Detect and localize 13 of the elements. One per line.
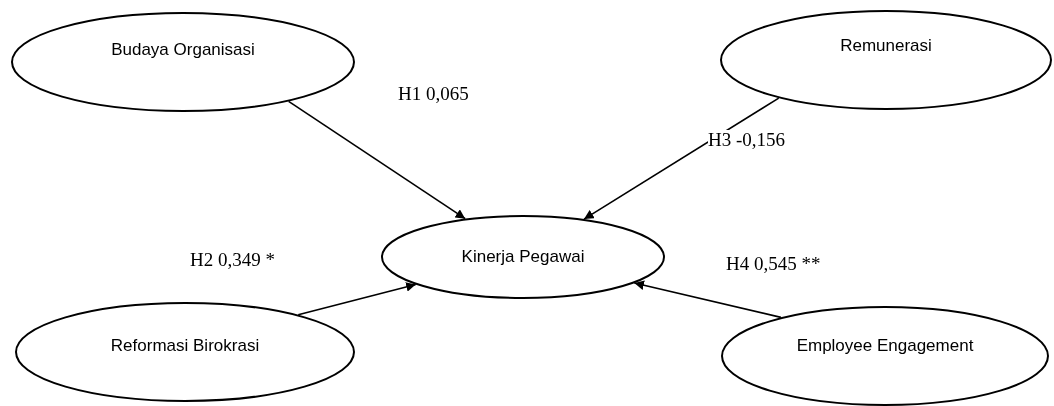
- node-label: Kinerja Pegawai: [460, 246, 586, 268]
- edge-label: H4 0,545 **: [726, 254, 821, 274]
- arrow: [633, 280, 782, 319]
- edge-label: H3 -0,156: [708, 130, 786, 150]
- edge-label: H2 0,349 *: [190, 250, 275, 270]
- node-label: Remunerasi: [839, 35, 933, 57]
- arrow: [297, 282, 417, 316]
- node-label: Budaya Organisasi: [110, 39, 256, 61]
- arrow: [583, 97, 780, 220]
- node-label: Reformasi Birokrasi: [109, 335, 261, 357]
- edge-label: H1 0,065: [398, 84, 469, 104]
- node-label: Employee Engagement: [795, 335, 975, 357]
- arrow: [287, 100, 466, 220]
